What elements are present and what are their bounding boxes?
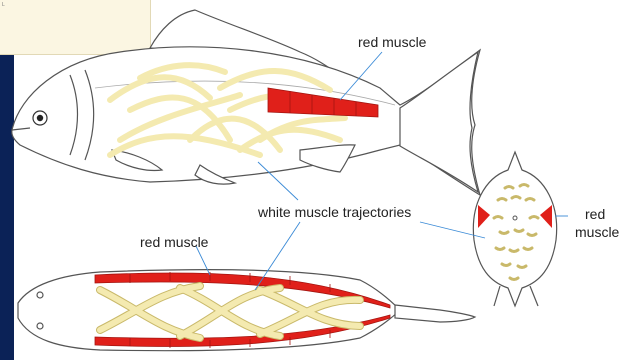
label-white-muscle-trajectories: white muscle trajectories xyxy=(258,204,411,220)
label-red-muscle-top: red muscle xyxy=(358,34,426,50)
tail-fin xyxy=(400,52,478,192)
top-tail xyxy=(395,305,475,322)
label-red-muscle-right-1: red xyxy=(585,206,605,222)
label-red-muscle-right-2: muscle xyxy=(575,224,619,240)
side-fish-pupil xyxy=(37,115,43,121)
anal-fin xyxy=(300,145,355,172)
cross-section xyxy=(473,152,556,306)
label-red-muscle-left: red muscle xyxy=(140,234,208,250)
